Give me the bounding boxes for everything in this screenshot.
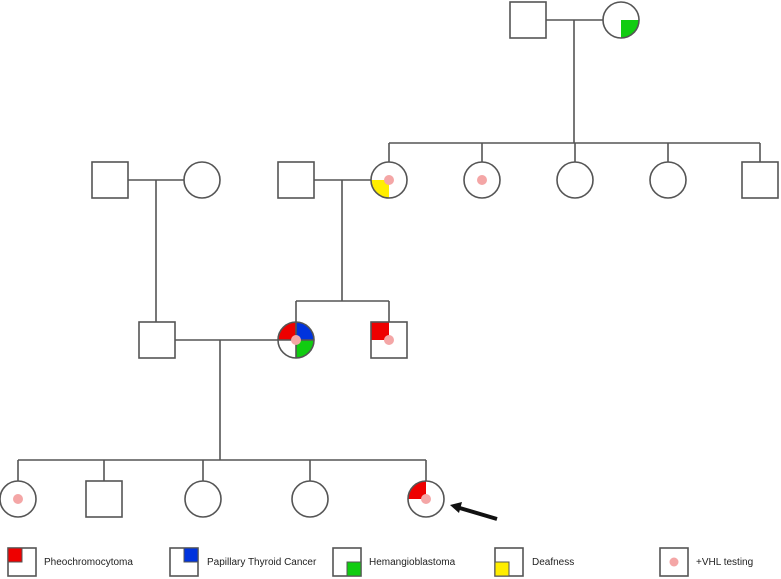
- legend-symbols: [7, 547, 689, 577]
- individual-g2-great-aunt-3: [649, 161, 687, 199]
- legend-label-papillary-thyroid-cancer: Papillary Thyroid Cancer: [207, 557, 317, 568]
- legend-symbol-pheochromocytoma: [7, 547, 37, 577]
- proband-arrow: [450, 502, 498, 521]
- vhl-positive-dot: [384, 175, 394, 185]
- individual-g4-proband: [407, 480, 445, 518]
- individual-g3-uncle: [370, 321, 408, 359]
- individual-g2-paternal-grandmother: [183, 161, 221, 199]
- vhl-positive-dot: [421, 494, 431, 504]
- individual-g4-sibling-4: [291, 480, 329, 518]
- individual-g4-sibling-2: [85, 480, 123, 518]
- individual-g1-grandmother: [602, 1, 640, 39]
- individual-g2-maternal-grandmother: [370, 161, 408, 199]
- individual-g2-great-uncle: [741, 161, 779, 199]
- legend-label-deafness: Deafness: [532, 557, 575, 568]
- individual-g3-mother: [277, 321, 315, 359]
- vhl-positive-dot: [13, 494, 23, 504]
- trait-quadrant-pheochromocytoma: [371, 322, 389, 340]
- individual-g1-grandfather: [509, 1, 547, 39]
- vhl-positive-dot: [477, 175, 487, 185]
- pedigree-lines: [17, 19, 761, 481]
- legend-label-pheochromocytoma: Pheochromocytoma: [44, 557, 133, 568]
- individual-g3-father: [138, 321, 176, 359]
- legend-symbol-deafness: [494, 547, 524, 577]
- legend-label-hemangioblastoma: Hemangioblastoma: [369, 557, 456, 568]
- pedigree-individuals: [0, 1, 779, 518]
- vhl-positive-dot: [384, 335, 394, 345]
- vhl-positive-dot: [291, 335, 301, 345]
- individual-g2-great-aunt-2: [556, 161, 594, 199]
- individual-g2-great-aunt-1: [463, 161, 501, 199]
- individual-g2-paternal-grandfather: [91, 161, 129, 199]
- legend-symbol-papillary_thyroid_cancer: [169, 547, 199, 577]
- individual-g2-maternal-grandfather: [277, 161, 315, 199]
- legend-label-vhl-testing: +VHL testing: [696, 557, 754, 568]
- legend-symbol-hemangioblastoma: [332, 547, 362, 577]
- legend-symbol-vhl_positive: [659, 547, 689, 577]
- individual-g4-sibling-1: [0, 480, 37, 518]
- individual-g4-sibling-3: [184, 480, 222, 518]
